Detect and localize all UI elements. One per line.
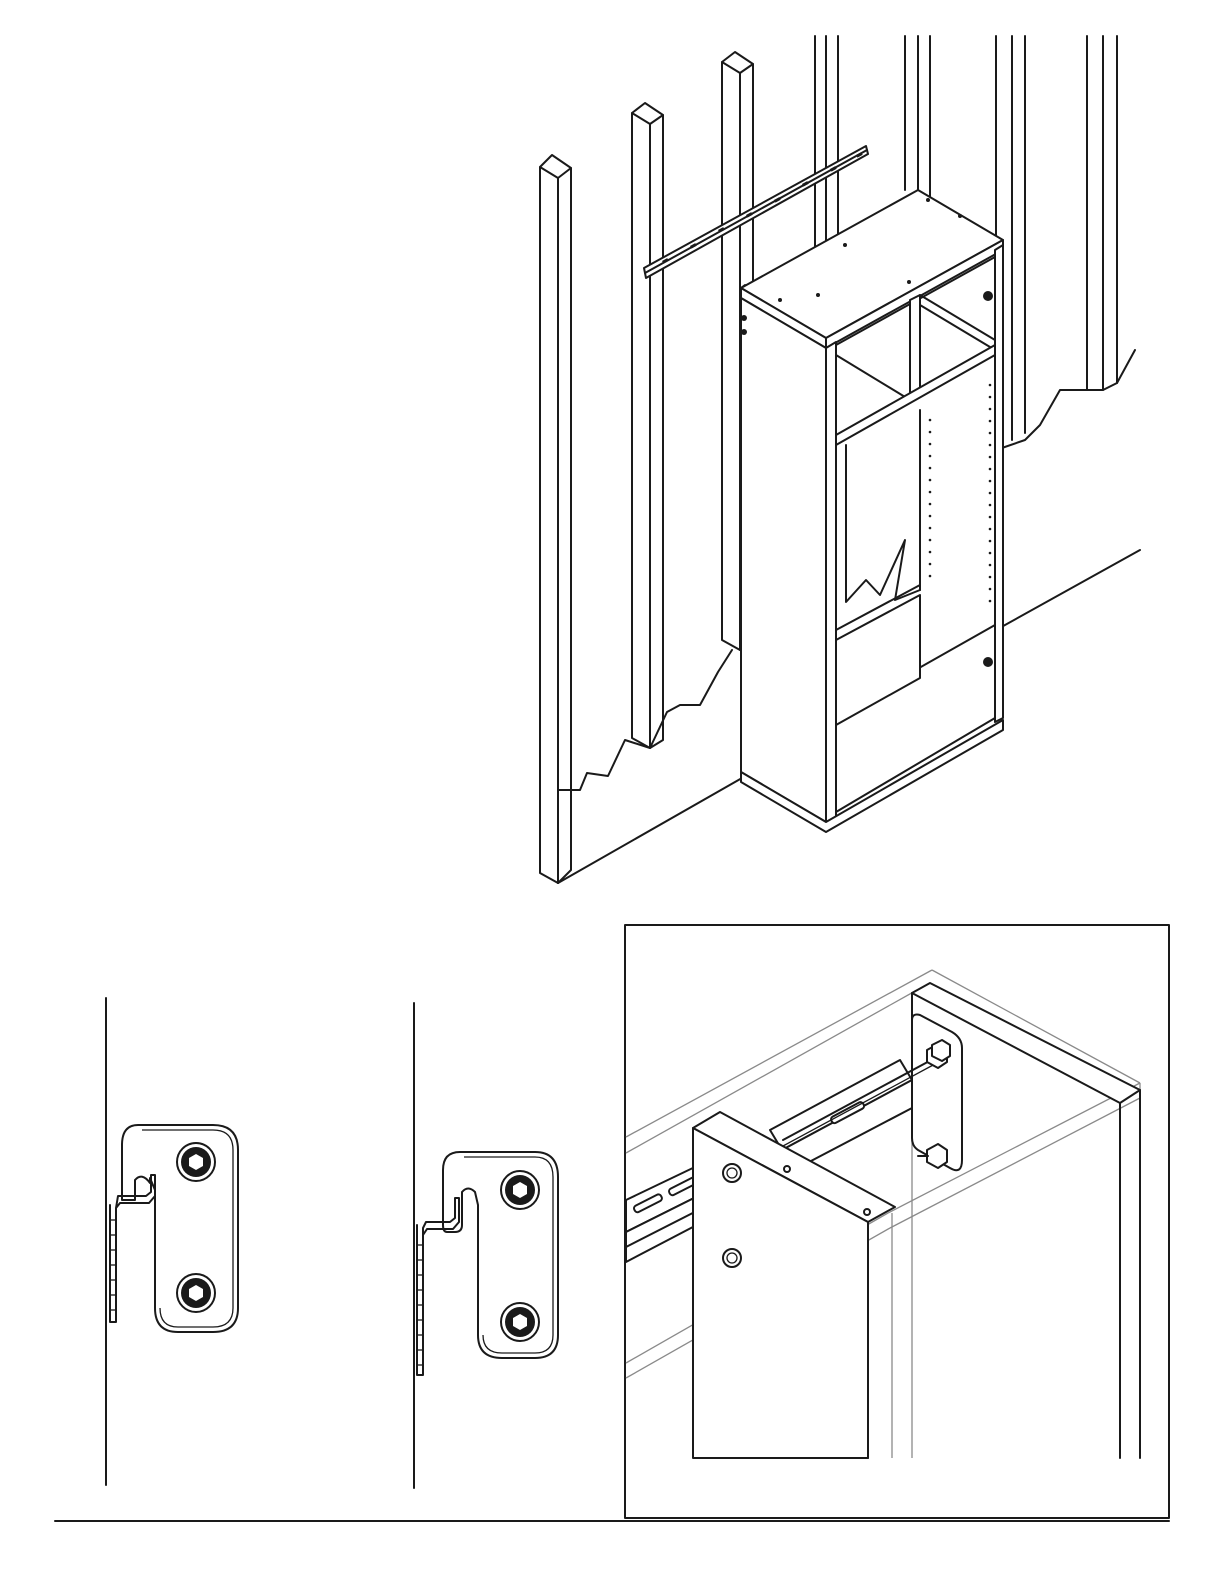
installation-overview bbox=[540, 36, 1140, 883]
screw-icon bbox=[501, 1303, 539, 1341]
wall-stud-4 bbox=[815, 36, 838, 270]
storage-cabinet bbox=[741, 190, 1003, 832]
rail-closeup-inset bbox=[625, 925, 1169, 1518]
wall-stud-5 bbox=[905, 36, 930, 205]
screw-icon bbox=[177, 1143, 215, 1181]
screw-icon bbox=[177, 1274, 215, 1312]
screw-icon bbox=[501, 1171, 539, 1209]
wall-stud-7 bbox=[1087, 36, 1117, 390]
wall-stud-1 bbox=[540, 155, 571, 883]
bracket-detail-left bbox=[106, 998, 238, 1485]
wall-stud-2 bbox=[632, 103, 663, 748]
bracket-detail-right bbox=[414, 1003, 558, 1488]
